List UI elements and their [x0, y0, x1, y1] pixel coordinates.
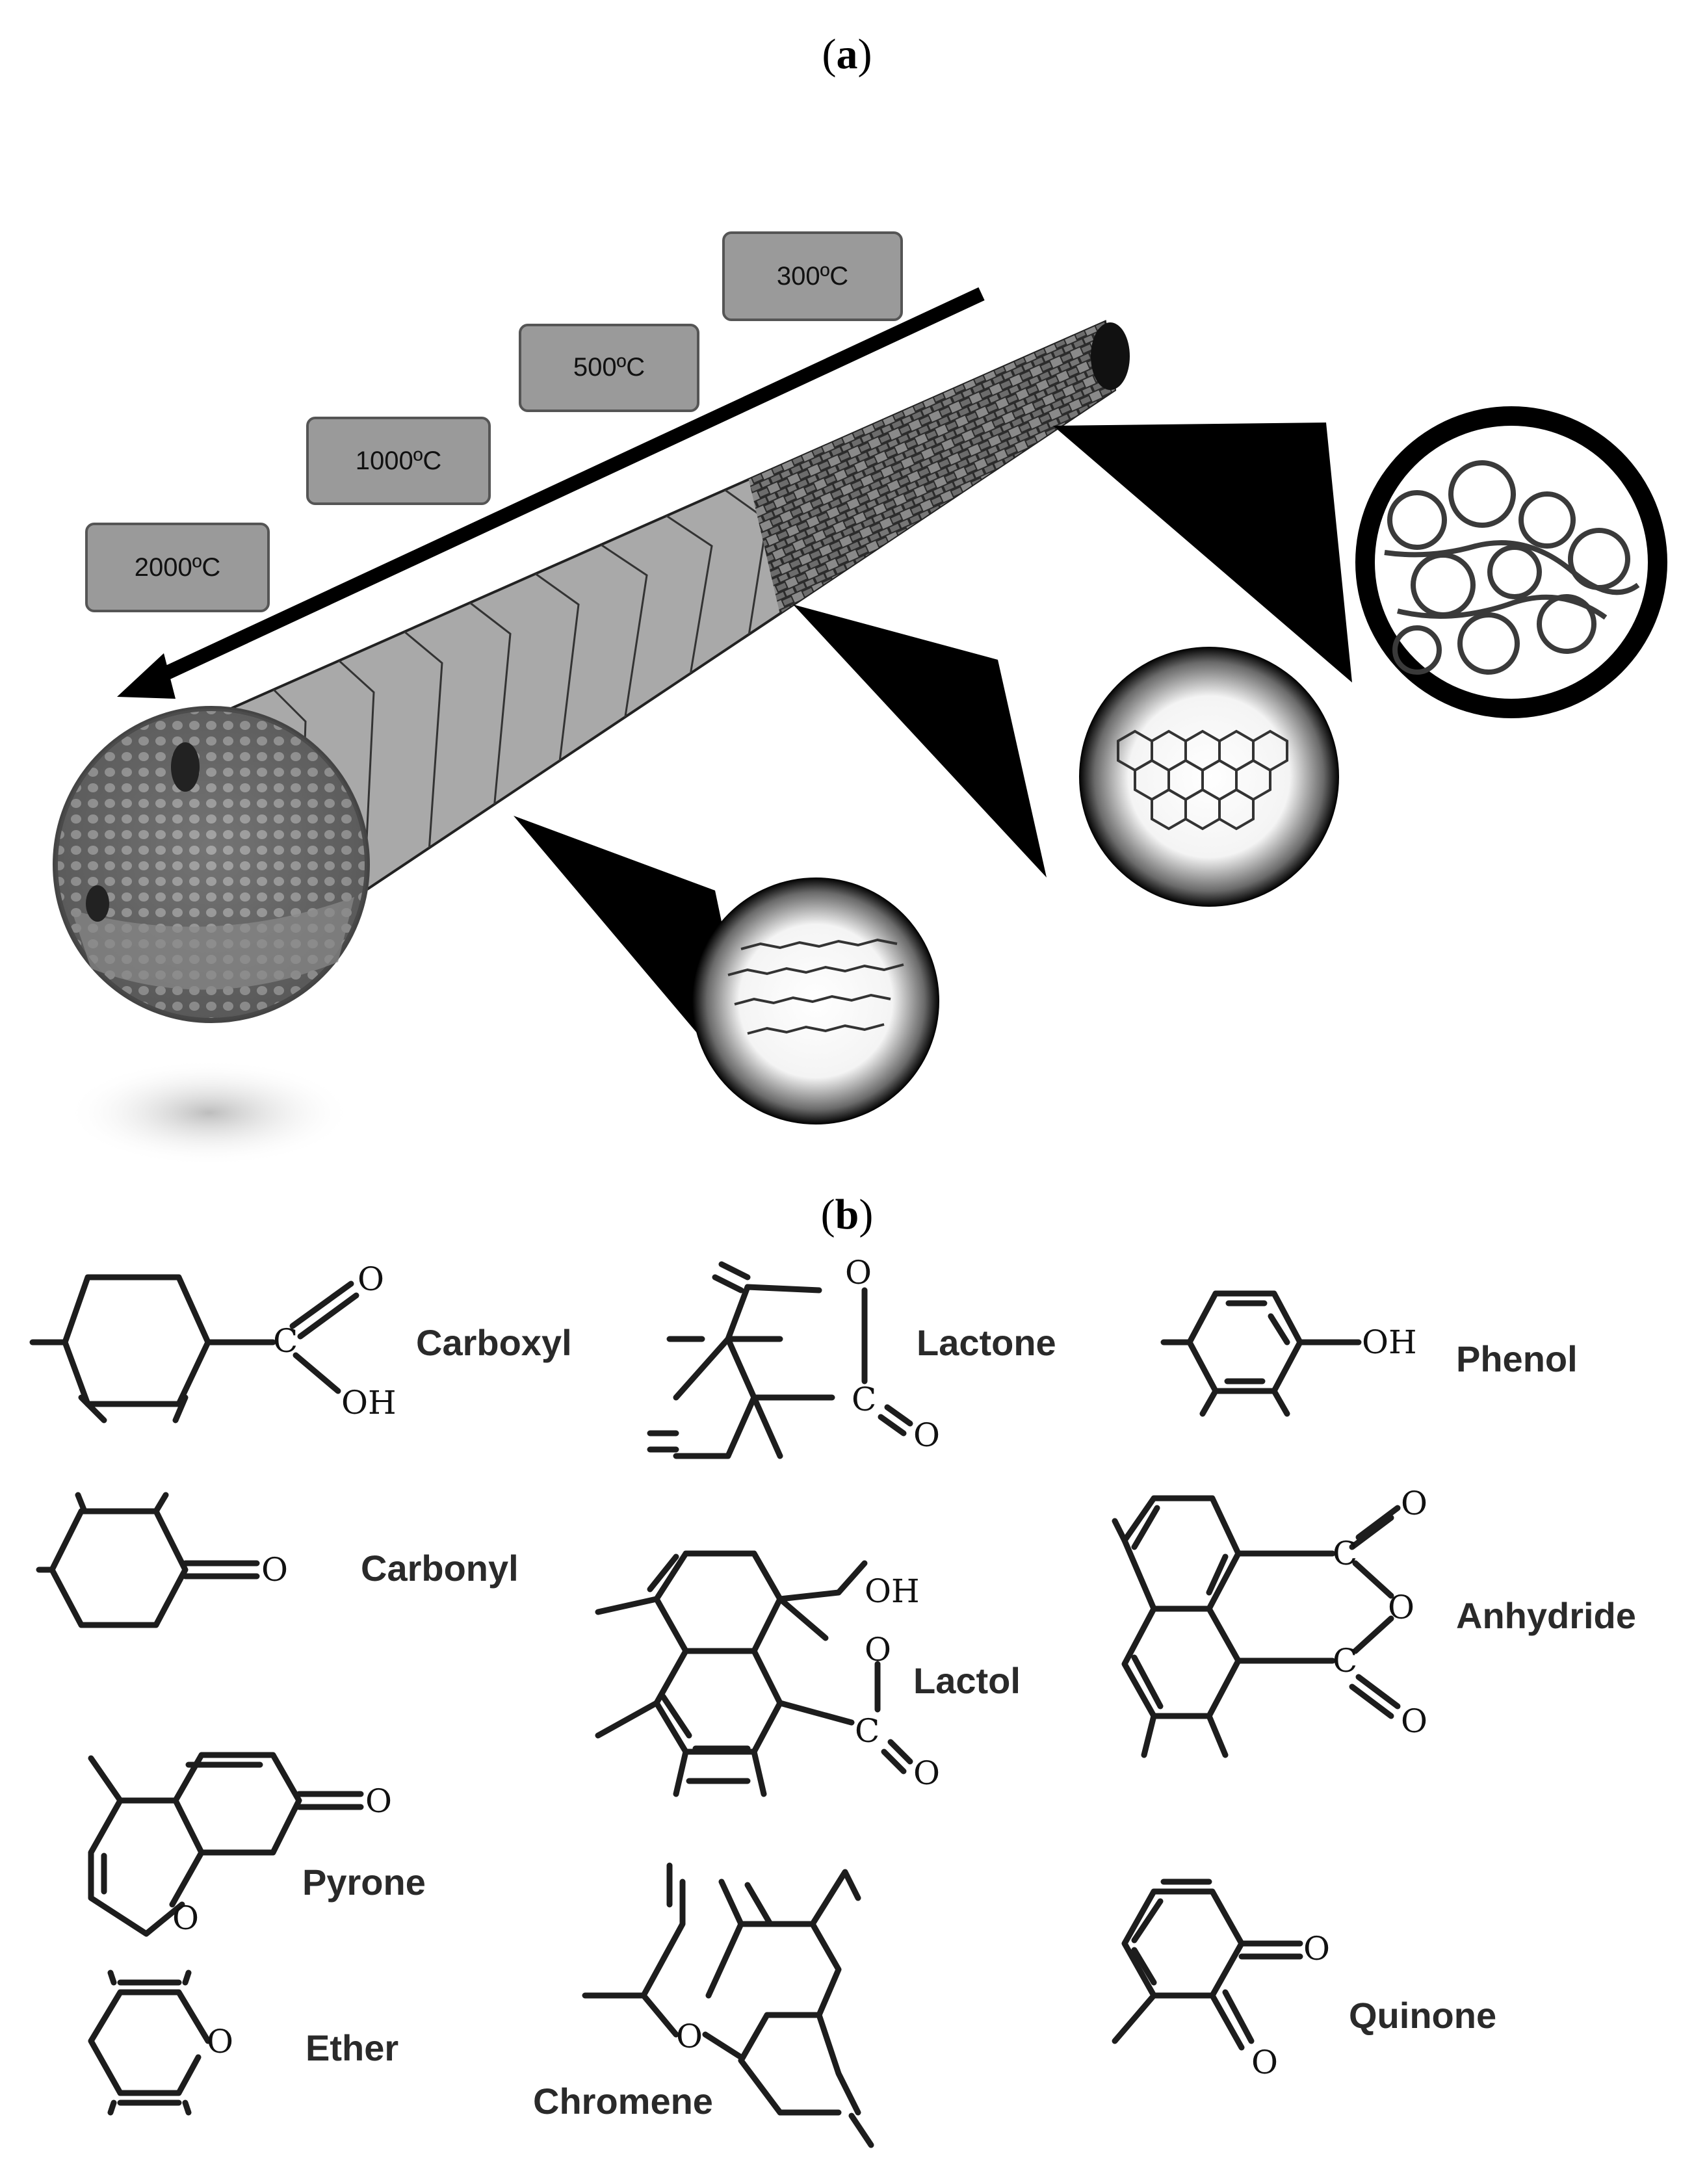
lactone-structure: O C O: [647, 1254, 940, 1459]
panel-a-label: (a): [822, 31, 872, 78]
lactone-carbon: C: [852, 1381, 876, 1418]
panel-a-letter: a: [837, 31, 858, 78]
panel-b-letter: b: [835, 1191, 859, 1238]
chromene-oxygen: O: [676, 2018, 703, 2055]
quinone-oxygen-bottom: O: [1251, 2044, 1278, 2081]
carboxyl-structure: C O OH: [29, 1260, 397, 1424]
temperature-label: 1000ºC: [356, 447, 441, 475]
pyrone-ring-oxygen: O: [172, 1899, 199, 1937]
anhydride-oxygen-top: O: [1401, 1485, 1427, 1522]
temperature-box-1000: 1000ºC: [306, 417, 491, 505]
temperature-label: 300ºC: [777, 262, 848, 291]
panel-b-label: (b): [821, 1191, 874, 1238]
phenol-hydroxyl: OH: [1362, 1323, 1417, 1361]
quinone-oxygen-top: O: [1303, 1930, 1330, 1968]
rod-shadow: [66, 1060, 352, 1166]
lactone-label: Lactone: [917, 1322, 1056, 1363]
temperature-box-2000: 2000ºC: [85, 523, 270, 612]
quinone-label: Quinone: [1349, 1995, 1496, 2036]
anhydride-structure: C O O C O: [1112, 1485, 1427, 1758]
temperature-box-300: 300ºC: [722, 231, 903, 321]
carboxyl-oxygen: O: [358, 1260, 384, 1298]
lactone-carbonyl-oxygen: O: [913, 1416, 940, 1454]
ether-structure: O: [88, 1970, 233, 2116]
anhydride-bridge-oxygen: O: [1388, 1589, 1414, 1626]
lens-hexagonal-network: [793, 604, 1339, 907]
temperature-box-500: 500ºC: [519, 324, 699, 412]
temperature-direction-arrow: [117, 287, 985, 699]
lactol-structure: OH O C O: [595, 1550, 940, 1797]
lactol-carbon: C: [855, 1712, 880, 1750]
anhydride-label: Anhydride: [1456, 1595, 1636, 1636]
chromene-label: Chromene: [533, 2081, 713, 2122]
anhydride-carbon-top: C: [1333, 1535, 1357, 1572]
pyrone-structure: O O: [88, 1752, 392, 1937]
rod-cross-section: [53, 706, 370, 1023]
carboxyl-label: Carboxyl: [416, 1322, 572, 1363]
carbonyl-oxygen: O: [261, 1551, 288, 1589]
ether-oxygen: O: [207, 2023, 233, 2060]
phenol-structure: OH: [1160, 1290, 1417, 1417]
quinone-structure: O O: [1112, 1878, 1330, 2081]
temperature-label: 500ºC: [573, 353, 645, 382]
carboxyl-carbon: C: [273, 1322, 298, 1360]
anhydride-oxygen-bottom: O: [1401, 1702, 1427, 1740]
lactol-carbonyl-oxygen: O: [913, 1754, 940, 1792]
phenol-label: Phenol: [1456, 1338, 1578, 1379]
lens-graphitic-layers: [514, 816, 939, 1124]
lactol-label: Lactol: [913, 1660, 1021, 1701]
anhydride-carbon-bottom: C: [1333, 1642, 1357, 1680]
lactone-ring-oxygen: O: [845, 1254, 872, 1292]
temperature-label: 2000ºC: [135, 553, 220, 582]
carboxyl-hydroxyl: OH: [341, 1384, 397, 1422]
carbonyl-structure: O: [36, 1492, 288, 1628]
rod-tip: [1091, 322, 1130, 390]
lactol-ring-oxygen: O: [865, 1631, 891, 1669]
lactol-hydroxyl: OH: [865, 1572, 920, 1610]
carbonyl-label: Carbonyl: [361, 1548, 519, 1589]
pyrone-carbonyl-oxygen: O: [365, 1782, 392, 1820]
chromene-structure: O: [582, 1862, 874, 2148]
pyrone-label: Pyrone: [302, 1862, 426, 1903]
lens-amorphous-network: [1053, 406, 1667, 718]
ether-label: Ether: [306, 2027, 398, 2068]
